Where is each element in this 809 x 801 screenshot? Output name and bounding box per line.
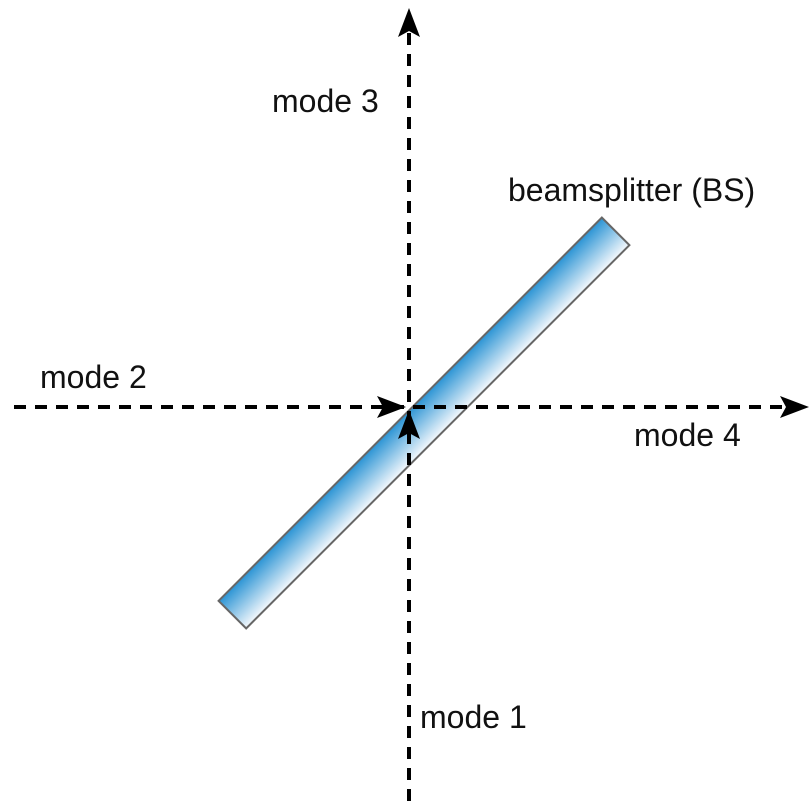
mode4-arrowhead xyxy=(780,396,809,418)
mode2-arrowhead xyxy=(377,396,406,418)
mode1-label: mode 1 xyxy=(420,699,527,735)
mode4-label: mode 4 xyxy=(634,417,741,453)
mode1-arrowhead xyxy=(398,410,420,439)
beamsplitter-label: beamsplitter (BS) xyxy=(508,172,756,208)
mode3-arrowhead xyxy=(398,8,420,37)
beamsplitter-plate xyxy=(217,216,631,630)
mode2-label: mode 2 xyxy=(40,359,147,395)
mode3-label: mode 3 xyxy=(272,83,379,119)
